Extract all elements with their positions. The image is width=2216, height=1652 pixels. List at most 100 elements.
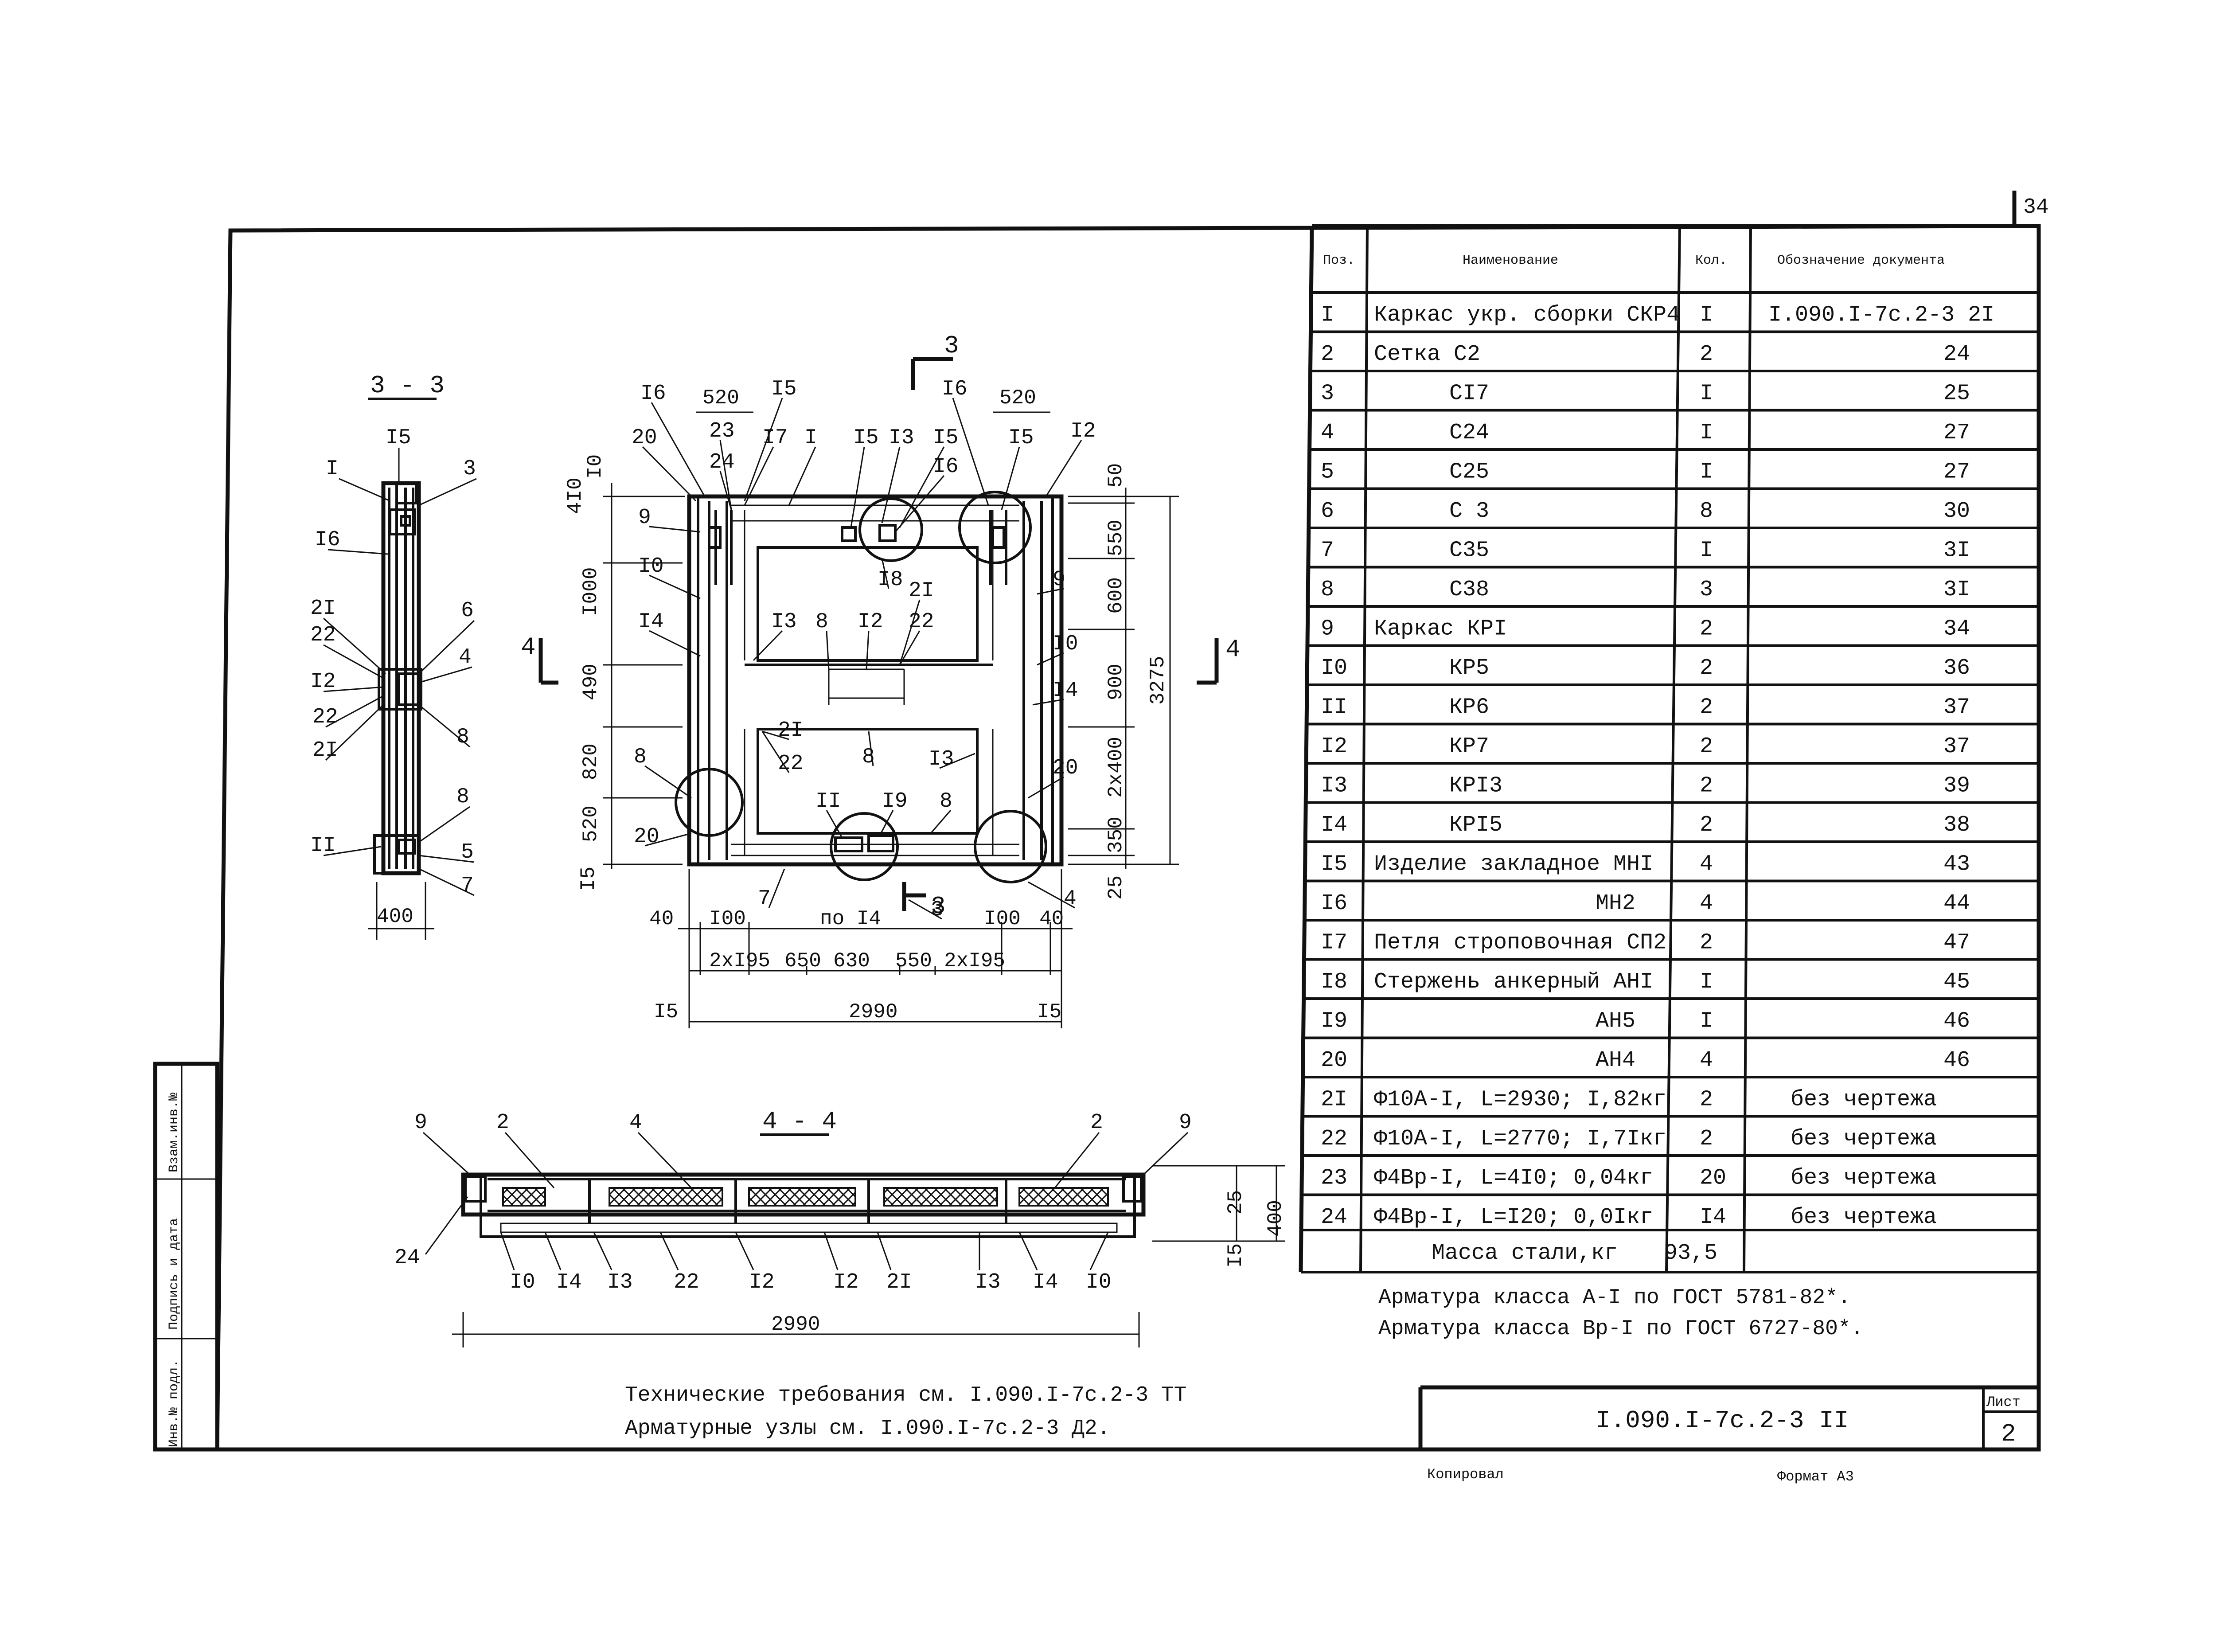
dim-top-right: 520 bbox=[999, 387, 1036, 410]
row-qty: I bbox=[1700, 303, 1713, 328]
dim-bottom-1: I00 bbox=[984, 907, 1021, 930]
dim-bottom-2: 650 bbox=[784, 949, 821, 972]
title-block: I.090.I-7с.2-3 II Лист 2 Копировал Форма… bbox=[1418, 1385, 2039, 1485]
row-doc: 38 bbox=[1943, 812, 1970, 838]
dim-right: 2x400 bbox=[1104, 737, 1128, 798]
leader-line bbox=[504, 1132, 555, 1188]
callout-label: I4 bbox=[638, 610, 664, 634]
callout-label: I3 bbox=[889, 426, 914, 450]
row-qty: 4 bbox=[1700, 1048, 1713, 1073]
leader-line bbox=[753, 630, 783, 661]
leader-line bbox=[939, 753, 975, 769]
title-format: Формат А3 bbox=[1777, 1468, 1854, 1485]
sheet-corner-number: 34 bbox=[2023, 195, 2049, 219]
title-sheet-number: 2 bbox=[2001, 1420, 2016, 1448]
row-doc: 47 bbox=[1943, 930, 1970, 956]
leader-line bbox=[1143, 1132, 1189, 1176]
leader-line bbox=[339, 478, 390, 502]
leader-line bbox=[719, 471, 732, 510]
row-name: Каркас КРI bbox=[1374, 617, 1507, 642]
callout-label: I9 bbox=[882, 789, 908, 813]
leader-line bbox=[649, 630, 701, 657]
leader-line bbox=[644, 832, 692, 847]
leader-line bbox=[418, 704, 470, 748]
row-pos: 9 bbox=[1321, 617, 1334, 642]
row-name: Ф4Вр-I, L=I20; 0,0Iкг bbox=[1374, 1205, 1653, 1230]
callout-label: 9 bbox=[1179, 1111, 1192, 1135]
leader-line bbox=[879, 810, 894, 836]
row-name: КР6 bbox=[1449, 695, 1489, 720]
callout-label: 2I bbox=[310, 597, 336, 621]
dim-left: 520 bbox=[579, 805, 602, 842]
callout-label: I3 bbox=[929, 747, 954, 771]
row-name: С25 bbox=[1449, 460, 1489, 485]
callout-label: I4 bbox=[1053, 679, 1078, 703]
mass-value: 93,5 bbox=[1664, 1241, 1717, 1266]
dim-bottom-1: 40 bbox=[649, 907, 674, 930]
callout-label: II bbox=[815, 789, 841, 813]
callout-label: 7 bbox=[461, 874, 474, 898]
row-qty: I bbox=[1700, 460, 1713, 485]
th-qty: Кол. bbox=[1695, 253, 1727, 268]
plan-view: 3 3 4 4 bbox=[521, 332, 1241, 1028]
row-name: КР7 bbox=[1449, 734, 1489, 759]
dim-bottom-1: 40 bbox=[1039, 907, 1064, 930]
row-name: С24 bbox=[1449, 420, 1489, 445]
leader-line bbox=[1028, 881, 1075, 909]
callout-label: I2 bbox=[833, 1270, 859, 1294]
leader-line bbox=[899, 630, 921, 665]
leader-line bbox=[1054, 1132, 1100, 1188]
callout-label: I4 bbox=[1033, 1270, 1058, 1294]
row-doc: 3I bbox=[1943, 538, 1970, 563]
leader-line bbox=[325, 695, 384, 728]
callout-label: II bbox=[310, 834, 336, 858]
callout-label: I3 bbox=[975, 1270, 1001, 1294]
leader-line bbox=[868, 731, 874, 766]
row-pos: I4 bbox=[1321, 812, 1347, 838]
section-3-3-title: 3 - 3 bbox=[370, 371, 445, 400]
dim-bottom-2: 2xI95 bbox=[944, 949, 1005, 972]
callout-label: I2 bbox=[1070, 419, 1096, 443]
spec-table: Поз. Наименование Кол. Обозначение докум… bbox=[1299, 224, 2039, 1273]
leader-line bbox=[500, 1232, 515, 1270]
leader-line bbox=[744, 398, 783, 501]
row-name: С 3 bbox=[1449, 499, 1489, 524]
row-name: АН4 bbox=[1596, 1048, 1635, 1073]
callout-label: I0 bbox=[1086, 1270, 1112, 1294]
row-pos: I2 bbox=[1321, 734, 1347, 759]
dim-left: I5 bbox=[577, 867, 600, 891]
plan-section-mark-3-bottom: 3 bbox=[931, 892, 946, 921]
edge-mark-right: I5 bbox=[1037, 1000, 1061, 1023]
callout-label: I5 bbox=[771, 377, 797, 401]
row-doc: 27 bbox=[1943, 460, 1970, 485]
row-qty: I bbox=[1700, 1009, 1713, 1034]
callout-label: I2 bbox=[858, 610, 883, 634]
row-qty: 2 bbox=[1700, 812, 1713, 838]
leader-line bbox=[1089, 1232, 1109, 1270]
leader-line bbox=[644, 765, 692, 799]
row-doc: 37 bbox=[1943, 695, 1970, 720]
stamp-replaced-inv: Взам.инв.№ bbox=[167, 1093, 182, 1172]
row-pos: I3 bbox=[1321, 773, 1347, 799]
dim-44-width: 2990 bbox=[771, 1313, 820, 1336]
dim-right: 25 bbox=[1104, 875, 1128, 900]
row-doc: 36 bbox=[1943, 656, 1970, 681]
callout-label: 9 bbox=[414, 1111, 427, 1135]
dim-right: 350 bbox=[1104, 816, 1128, 853]
leader-line bbox=[1032, 699, 1064, 706]
callout-label: 5 bbox=[461, 840, 474, 864]
leader-line bbox=[826, 810, 843, 838]
callout-label: 2I bbox=[312, 738, 338, 762]
row-name: С35 bbox=[1449, 538, 1489, 563]
callout-label: 9 bbox=[638, 506, 651, 530]
callout-label: 8 bbox=[634, 745, 647, 769]
leader-line bbox=[881, 446, 901, 523]
edge-mark-left: I5 bbox=[654, 1000, 678, 1023]
callout-label: 7 bbox=[758, 887, 771, 911]
leader-line bbox=[418, 868, 475, 896]
dim-left: I000 bbox=[579, 567, 602, 616]
th-name: Наименование bbox=[1463, 253, 1558, 268]
section-4-4-title: 4 - 4 bbox=[762, 1107, 837, 1136]
row-name: Стержень анкерный АНI bbox=[1374, 969, 1653, 995]
